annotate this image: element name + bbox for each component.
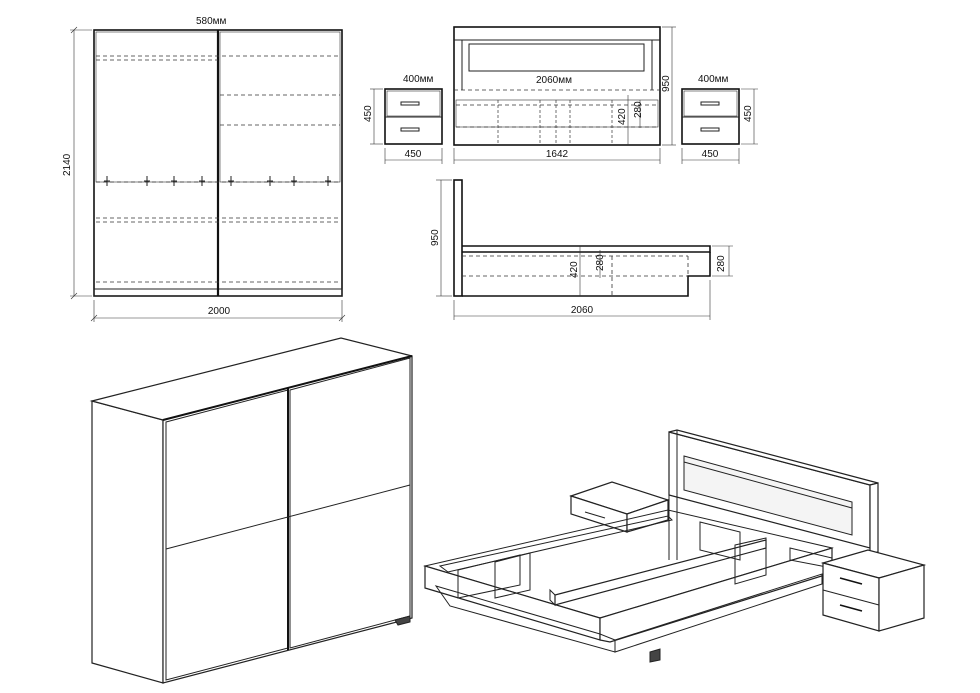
nightstand-right-width-label: 450 bbox=[702, 149, 719, 160]
bed-front-width-label: 1642 bbox=[546, 149, 569, 160]
nightstand-right-handle-bottom bbox=[700, 127, 720, 132]
wardrobe-front-view: 580мм 2000 2140 bbox=[62, 16, 346, 322]
wardrobe-3d-top-rail bbox=[162, 355, 413, 421]
bed-front-frame-height-label: 420 bbox=[617, 108, 628, 125]
nightstand-left-depth-label: 400мм bbox=[403, 74, 434, 85]
nightstand-right-handle-top bbox=[700, 101, 720, 106]
bed-front-view: 2060мм 1642 950 420 280 bbox=[453, 26, 676, 164]
nightstand-left-handle-top bbox=[400, 101, 420, 106]
nightstand-3d-right-side bbox=[878, 564, 925, 632]
bed-set-3d-view bbox=[423, 429, 927, 663]
nightstand-left-width-label: 450 bbox=[405, 149, 422, 160]
nightstand-right-height-label: 450 bbox=[743, 105, 754, 122]
wardrobe-width-label: 2000 bbox=[208, 306, 231, 317]
bed-side-view: 950 420 280 280 2060 bbox=[430, 179, 733, 320]
bed-side-headboard-height-label: 950 bbox=[430, 229, 441, 246]
wardrobe-3d-side bbox=[91, 400, 164, 684]
bed-front-length-label: 2060мм bbox=[536, 75, 572, 86]
bed-3d-drawer-right bbox=[614, 573, 823, 653]
wardrobe-right-mirror bbox=[219, 31, 341, 183]
bed-3d-foot bbox=[649, 648, 661, 663]
nightstand-3d-left-side bbox=[626, 499, 669, 533]
bed-front-headboard-height-label: 950 bbox=[661, 75, 672, 92]
bed-front-outline bbox=[453, 26, 661, 146]
bed-side-length-label: 2060 bbox=[571, 305, 594, 316]
nightstand-right-view: 400мм 450 450 bbox=[681, 74, 758, 164]
bed-side-rail-top bbox=[462, 245, 711, 253]
wardrobe-3d-view bbox=[89, 337, 413, 684]
bed-front-drawer-height-label: 280 bbox=[633, 101, 644, 118]
bed-side-frame-height-label: 420 bbox=[569, 261, 580, 278]
bed-3d-headboard-panel bbox=[683, 455, 853, 536]
bed-3d-frame-side-left bbox=[424, 565, 601, 641]
nightstand-left-height-label: 450 bbox=[363, 105, 374, 122]
nightstand-left-top-drawer bbox=[386, 90, 441, 117]
wardrobe-height-label: 2140 bbox=[62, 153, 73, 176]
nightstand-right-depth-label: 400мм bbox=[698, 74, 729, 85]
bed-side-drawer-height-label: 280 bbox=[595, 254, 606, 271]
nightstand-left-handle-bottom bbox=[400, 127, 420, 132]
bed-front-slat-dashes bbox=[497, 100, 613, 145]
nightstand-left-view: 400мм 450 450 bbox=[363, 74, 443, 164]
bed-side-rail-lower bbox=[462, 252, 711, 297]
bed-side-headboard bbox=[453, 179, 463, 297]
wardrobe-3d-foot bbox=[394, 615, 411, 626]
wardrobe-hardware-marks bbox=[104, 176, 331, 186]
wardrobe-3d-panel-line bbox=[165, 484, 411, 550]
bed-headboard-panel bbox=[468, 43, 645, 72]
nightstand-right-top-drawer bbox=[683, 90, 738, 117]
bed-side-drawer-height-right-label: 280 bbox=[716, 255, 727, 272]
wardrobe-depth-label: 580мм bbox=[196, 16, 227, 27]
wardrobe-left-mirror bbox=[95, 31, 219, 183]
